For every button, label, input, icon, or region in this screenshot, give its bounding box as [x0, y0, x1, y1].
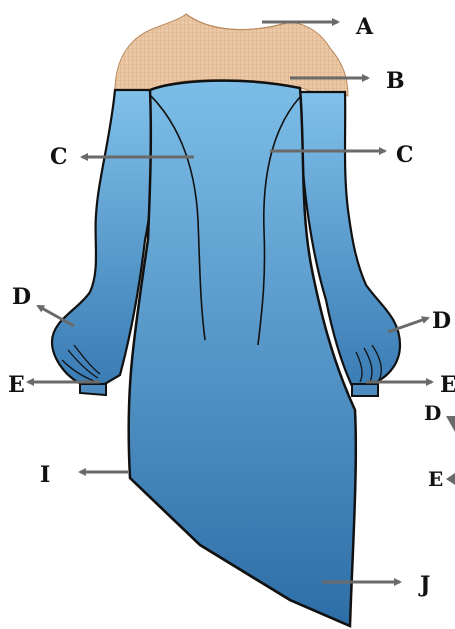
arrow-d-cut [446, 416, 455, 432]
arrow-e-cut [446, 473, 455, 485]
label-d-cut: D [424, 401, 441, 425]
label-j: J [418, 572, 430, 598]
label-d-right: D [432, 308, 451, 334]
label-c-left: C [50, 144, 68, 170]
neckline-curve [185, 13, 291, 31]
right-sleeve-gathers [355, 344, 383, 383]
left-sleeve-gathers [61, 344, 101, 382]
label-e-right: E [440, 372, 455, 398]
label-b: B [386, 68, 405, 94]
princess-seam-right [257, 96, 301, 346]
label-d-left: D [12, 284, 31, 310]
label-i: I [40, 462, 50, 488]
arrow-d-right [387, 316, 430, 334]
princess-seam-left [149, 94, 206, 341]
label-e-left: E [8, 372, 25, 398]
label-c-right: C [396, 142, 414, 168]
right-cuff [351, 383, 379, 397]
label-a: A [355, 14, 374, 40]
asymmetric-hem [129, 477, 351, 628]
label-e-cut: E [428, 467, 443, 491]
arrow-d-left [36, 304, 75, 328]
dress-body [127, 79, 358, 628]
left-cuff [79, 383, 107, 397]
annotation-arrows [26, 18, 434, 586]
